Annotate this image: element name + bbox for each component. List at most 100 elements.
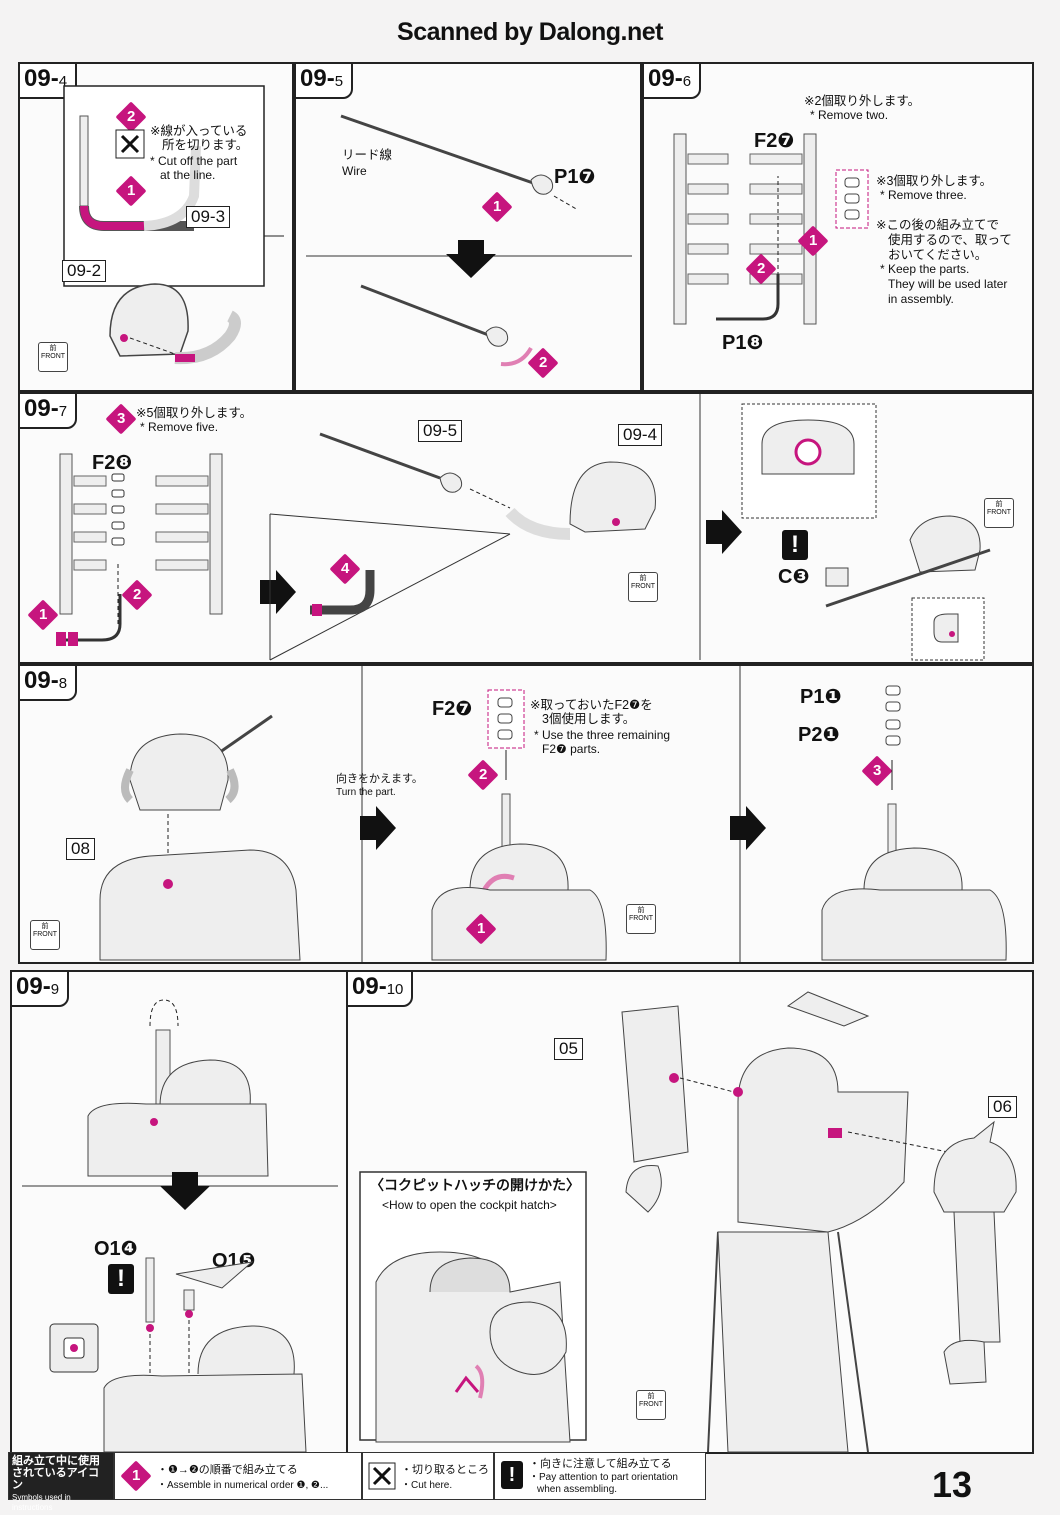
scan-credit: Scanned by Dalong.net [397, 18, 663, 46]
keep-en-3: in assembly. [888, 292, 954, 306]
step-number: 09-10 [346, 970, 414, 1007]
ref-09-5: 09-5 [418, 420, 463, 442]
ref-09-3: 09-3 [186, 206, 231, 228]
turn-note-en: Turn the part. [336, 787, 396, 798]
down-arrow [446, 240, 496, 278]
p1-8-drawing [716, 274, 780, 321]
remove-three-jp: ※3個取り外します。 [876, 174, 993, 188]
hatch-inset [359, 1171, 587, 1443]
attention-icon: ! [108, 1264, 134, 1294]
head-wire-final-drawing [821, 760, 1007, 961]
shoulder-drawing [933, 1120, 1017, 1385]
cut-note-en-2: at the line. [160, 168, 216, 182]
part-f2-7: F2❼ [754, 130, 795, 152]
black-arrow [730, 806, 766, 850]
detail-inset [49, 1323, 99, 1373]
legend-order: 1 ・❶→❷の順番で組み立てる ・Assemble in numerical o… [114, 1452, 362, 1500]
hatch-title-en: <How to open the cockpit hatch> [382, 1198, 557, 1212]
down-arrow [160, 1172, 210, 1210]
step-09-10-panel: 09-10 05 06 〈コクピットハッチの開けかた〉 <How to open… [346, 970, 1034, 1454]
ref-06: 06 [988, 1096, 1017, 1118]
order-icon: 1 [120, 1460, 152, 1492]
legend-title-jp-1: 組み立て中に使用 [12, 1455, 100, 1467]
legend-title-box: 組み立て中に使用 されているアイコン Symbols used in instr… [8, 1452, 114, 1512]
ref-09-4: 09-4 [618, 424, 663, 446]
legend-cut: ・切り取るところ ・Cut here. [362, 1452, 494, 1500]
cable-drawing [56, 594, 122, 646]
ref-08: 08 [66, 838, 95, 860]
p-parts-drawing [885, 685, 901, 746]
remove-five-en: * Remove five. [140, 420, 219, 434]
page-number: 13 [931, 1464, 973, 1505]
use-three-jp-2: 3個使用します。 [542, 712, 636, 726]
robot-torso-drawing [621, 991, 949, 1453]
part-f2-7: F2❼ [432, 698, 473, 720]
icon-legend: 組み立て中に使用 されているアイコン Symbols used in instr… [8, 1452, 924, 1512]
step-number: 09-9 [10, 970, 70, 1007]
wire-label-jp: リード線 [342, 148, 393, 162]
legend-attn-en-2: when assembling. [537, 1484, 618, 1495]
wire-label-en: Wire [342, 164, 367, 178]
step-number: 09-7 [18, 392, 78, 429]
cut-icon [368, 1462, 396, 1490]
use-three-en-2: F2❼ parts. [542, 742, 601, 756]
cut-note-jp-1: ※線が入っている [150, 124, 248, 138]
head-part-drawing [109, 283, 241, 365]
part-p1-1: P1❶ [800, 686, 842, 708]
black-arrow [706, 510, 742, 554]
head-assembly-drawing [319, 432, 656, 540]
part-f2-8: F2❽ [92, 452, 133, 474]
antenna-top-drawing [87, 999, 269, 1177]
head-wire-drawing [431, 750, 607, 961]
step-number: 09-6 [642, 62, 702, 99]
inset-cut-diagram [63, 85, 284, 287]
black-arrow [260, 570, 296, 614]
step-number: 09-4 [18, 62, 78, 99]
detail-inset-small [911, 597, 985, 661]
hatch-title-jp: 〈コクピットハッチの開けかた〉 [370, 1177, 580, 1193]
legend-attn-en-1: ・Pay attention to part orientation [529, 1472, 678, 1483]
head-wire-drawing [825, 515, 991, 608]
legend-title-jp-2: されているアイコン [12, 1467, 100, 1491]
step-09-4-panel: 09-4 2 1 ※線が入っている 所を切ります。 * Cut off the … [18, 62, 294, 392]
ref-05: 05 [554, 1038, 583, 1060]
antenna-bottom-drawing [103, 1257, 307, 1453]
keep-en-1: * Keep the parts. [880, 262, 970, 276]
part-c-3: C❸ [778, 566, 810, 588]
step-num-3: 3 [105, 403, 137, 435]
legend-order-en: ・Assemble in numerical order ❶, ❷... [157, 1480, 329, 1491]
legend-cut-en: ・Cut here. [401, 1480, 453, 1491]
remove-two-jp: ※2個取り外します。 [804, 94, 921, 108]
wire-bottom-drawing [360, 284, 533, 367]
head-body-drawing [99, 714, 301, 961]
cut-note-jp-2: 所を切ります。 [162, 138, 249, 152]
use-three-jp-1: ※取っておいたF2❼を [530, 698, 653, 712]
keep-jp-2: 使用するので、取って [888, 233, 1012, 247]
remove-five-jp: ※5個取り外します。 [136, 406, 253, 420]
cable-segment-drawing [310, 570, 375, 616]
part-p1-8: P1❽ [722, 332, 764, 354]
step-number: 09-8 [18, 664, 78, 701]
legend-attention: ! ・向きに注意して組み立てる ・Pay attention to part o… [494, 1452, 706, 1500]
divider-lines [269, 394, 701, 661]
remove-three-en: * Remove three. [880, 188, 967, 202]
step-09-5-panel: 09-5 リード線 Wire P1❼ 1 2 [294, 62, 642, 392]
step-09-7-panel: 09-7 3 ※5個取り外します。 * Remove five. F2❽ 2 1… [18, 392, 1034, 664]
legend-cut-jp: ・切り取るところ [401, 1464, 489, 1476]
part-o1-4: O1❹ [94, 1238, 138, 1260]
legend-order-jp: ・❶→❷の順番で組み立てる [157, 1464, 298, 1476]
step-number: 09-5 [294, 62, 354, 99]
step-09-6-panel: 09-6 ※2個取り外します。 * Remove two. F2❼ ※3個取り外… [642, 62, 1034, 392]
use-three-en-1: * Use the three remaining [534, 728, 671, 742]
wire-top-drawing [340, 114, 579, 211]
divider-line [739, 666, 741, 962]
attention-icon: ! [782, 530, 808, 560]
legend-title-en: Symbols used in instructions [12, 1493, 71, 1512]
step-09-9-panel: 09-9 O1❹ O1❺ ! [10, 970, 348, 1454]
